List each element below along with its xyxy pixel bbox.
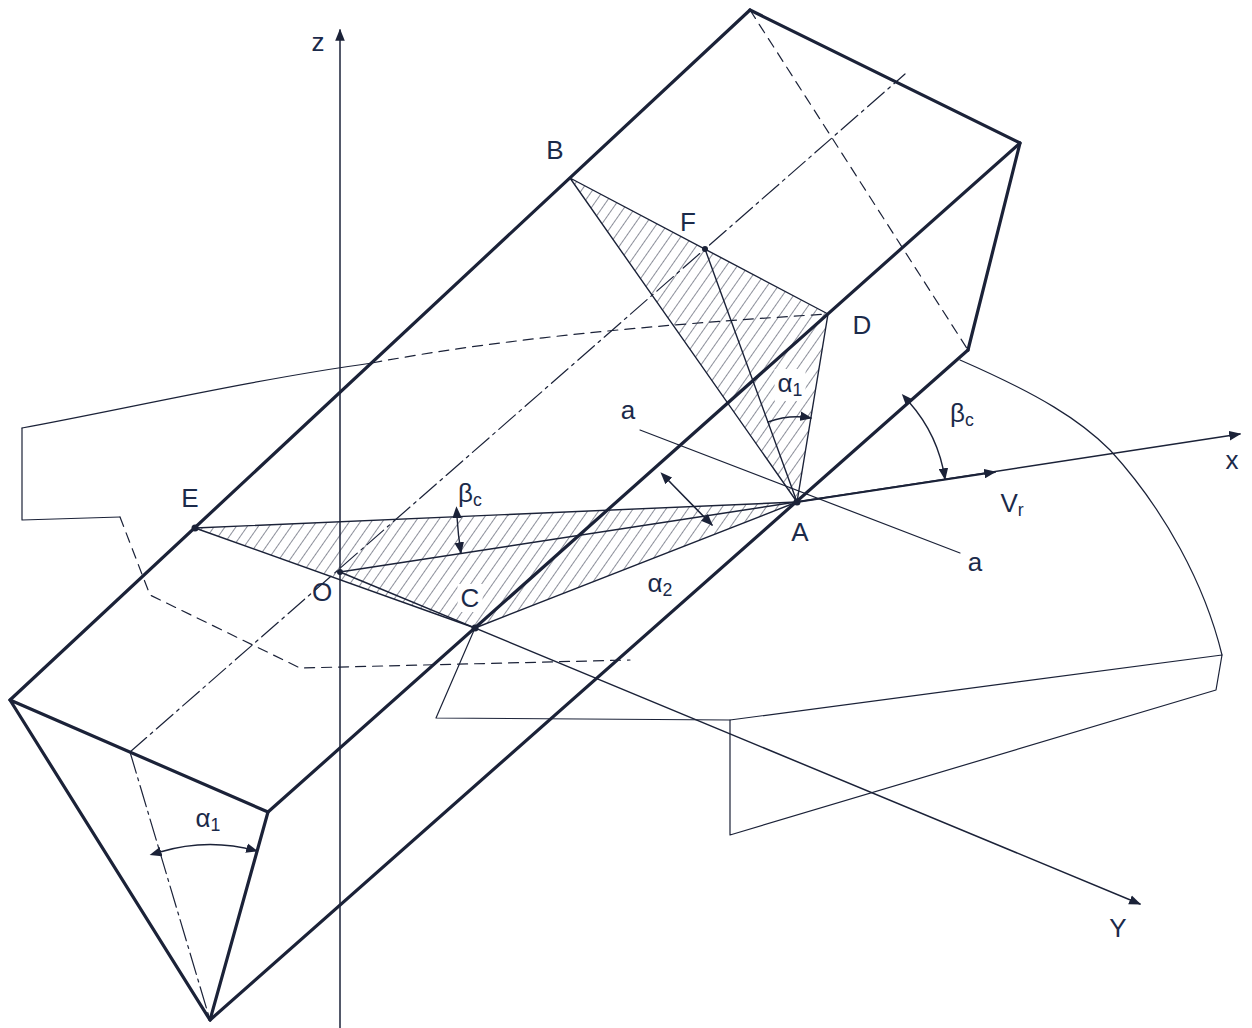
point-label: C xyxy=(458,584,483,612)
axis-label: z xyxy=(312,29,325,55)
y-axis xyxy=(340,572,1140,904)
angle-arc xyxy=(768,417,811,422)
angle-label: βc xyxy=(458,480,482,510)
x-axis xyxy=(340,434,1240,572)
vector-label: Vr xyxy=(1000,490,1023,520)
line-label: a xyxy=(621,397,635,423)
center-line xyxy=(130,752,210,1020)
angle-label: α1 xyxy=(196,805,221,835)
subscript: 1 xyxy=(793,380,803,400)
angle-arc xyxy=(457,517,461,553)
angle-arc xyxy=(909,402,945,479)
line-label: a xyxy=(968,549,982,575)
angle-arc xyxy=(160,845,257,852)
subscript: 2 xyxy=(663,580,673,600)
tool-prism xyxy=(10,10,1020,1020)
point-label: E xyxy=(181,485,198,511)
point-label: B xyxy=(546,137,563,163)
symbol: β xyxy=(458,478,473,508)
section-line xyxy=(705,249,797,502)
point-label: F xyxy=(680,209,696,235)
symbol: α xyxy=(648,568,663,598)
axis-label: Y xyxy=(1109,915,1126,941)
angle-label: α2 xyxy=(648,570,673,600)
symbol: α xyxy=(778,368,793,398)
point-label: D xyxy=(853,312,872,338)
axis-label: x xyxy=(1226,447,1239,473)
symbol: α xyxy=(196,803,211,833)
subscript: c xyxy=(965,410,974,430)
subscript: c xyxy=(473,490,482,510)
hatched-section xyxy=(570,178,828,502)
a-a-line xyxy=(640,430,960,553)
z-axis xyxy=(339,30,341,1028)
symbol: β xyxy=(950,398,965,428)
points xyxy=(192,246,801,632)
angle-arrow xyxy=(668,480,712,525)
workpiece-outline xyxy=(22,314,1222,835)
point-label: O xyxy=(312,579,332,605)
center-line xyxy=(130,74,905,752)
symbol: V xyxy=(1000,488,1017,518)
subscript: r xyxy=(1018,500,1024,520)
point-label: A xyxy=(791,519,808,545)
hidden-edge xyxy=(750,10,968,350)
angle-label: βc xyxy=(950,400,974,430)
subscript: 1 xyxy=(211,815,221,835)
angle-label: α1 xyxy=(775,369,806,401)
